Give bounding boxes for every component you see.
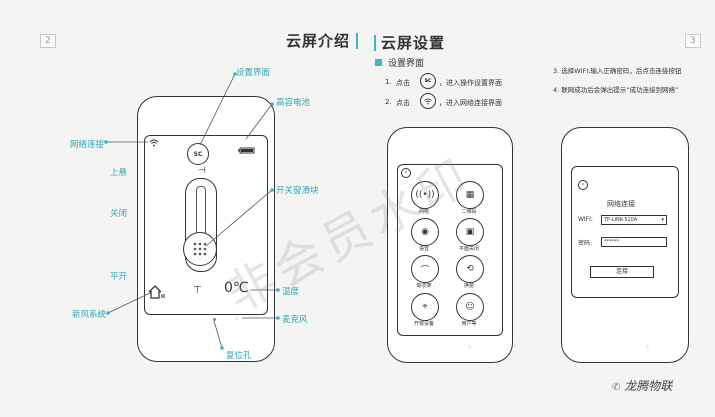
slider-knob[interactable] bbox=[183, 232, 217, 266]
grid-label: 语音 bbox=[418, 246, 429, 252]
step2-text: ，进入网络连接界面 bbox=[439, 99, 502, 107]
network-phone-mic: ⁘ bbox=[645, 344, 652, 351]
grid-button-hanger[interactable]: ⌒ bbox=[411, 255, 439, 283]
step3-text: 3. 选择WIFI,输入正确密码，后点击连接按钮 bbox=[553, 67, 682, 75]
qr-icon: ▦ bbox=[465, 190, 475, 200]
window-icon: ▣ bbox=[465, 227, 475, 237]
left-page-title: 云屏介绍 bbox=[286, 32, 351, 50]
grid-button-wifi[interactable]: ((•)) bbox=[411, 181, 439, 209]
grid-label: 用户等 bbox=[461, 321, 477, 327]
wechat-icon: ✆ bbox=[612, 382, 621, 393]
network-phone-screen bbox=[571, 166, 679, 298]
step4-text: 4. 联网成功后会弹出提示“成功连接到网络” bbox=[553, 86, 679, 94]
hanger-icon: ⌒ bbox=[420, 265, 430, 276]
grid-button-mic[interactable]: ◉ bbox=[411, 218, 439, 246]
grid-button-swap[interactable]: ⟲ bbox=[456, 255, 484, 283]
label-reset-hole: 复位孔 bbox=[226, 351, 252, 361]
grid-label: 换窗 bbox=[463, 283, 474, 289]
label-microphone: 麦克风 bbox=[282, 315, 308, 325]
label-switch-slider: 开关窗滑块 bbox=[276, 186, 319, 196]
step1-text: ，进入操作设置界面 bbox=[439, 79, 502, 87]
section-marker bbox=[375, 59, 382, 66]
step2-prefix: 点击 bbox=[396, 99, 410, 107]
grid-button-user[interactable]: ☺ bbox=[456, 293, 484, 321]
wifi-icon bbox=[149, 139, 159, 149]
label-close: 关闭 bbox=[110, 209, 128, 219]
microphone-icon: ⁘ bbox=[234, 316, 241, 323]
user-icon: ☺ bbox=[465, 302, 475, 312]
connect-button[interactable]: 连接 bbox=[590, 266, 654, 278]
wifi-select-value: TP-LINK-520A bbox=[604, 217, 638, 223]
grid-button-qr[interactable]: ▦ bbox=[456, 181, 484, 209]
back-icon[interactable]: ‹ bbox=[401, 168, 411, 178]
step2-number: 2. bbox=[385, 98, 392, 106]
title-accent-bar bbox=[356, 33, 358, 49]
grid-label: 二维码 bbox=[461, 209, 477, 215]
grid-label: 网络 bbox=[418, 209, 429, 215]
password-label: 密码: bbox=[578, 240, 593, 247]
home-fresh-air-icon[interactable] bbox=[148, 284, 166, 303]
chevron-down-icon: ▾ bbox=[661, 217, 664, 223]
brand-logo: ✆ 龙腾物联 bbox=[612, 377, 672, 394]
grid-label: 晾衣架 bbox=[416, 283, 432, 289]
settings-phone-mic: ⁘ bbox=[467, 344, 474, 351]
grid-button-open[interactable]: ⌖ bbox=[411, 293, 439, 321]
swap-icon: ⟲ bbox=[466, 264, 474, 274]
left-page-number: 2 bbox=[40, 34, 56, 48]
grid-button-window[interactable]: ▣ bbox=[456, 218, 484, 246]
open-icon: ⌖ bbox=[422, 302, 428, 312]
label-network-connection: 网络连接 bbox=[70, 140, 105, 150]
flat-open-icon: ⊤ bbox=[193, 285, 202, 296]
brand-name: 龙腾物联 bbox=[624, 379, 673, 393]
sc-settings-button[interactable]: SC bbox=[187, 143, 209, 165]
label-top-hang: 上悬 bbox=[110, 168, 128, 178]
wifi-icon: ((•)) bbox=[415, 190, 435, 200]
label-flat-open: 平开 bbox=[110, 272, 128, 282]
label-high-battery: 高容电池 bbox=[276, 98, 311, 108]
right-page-title: 云屏设置 bbox=[381, 34, 446, 52]
wifi-label: WIFI: bbox=[578, 216, 593, 223]
step1-prefix: 点击 bbox=[396, 79, 410, 87]
temperature-display: 0℃ bbox=[224, 280, 249, 296]
wifi-select[interactable]: TP-LINK-520A ▾ bbox=[601, 215, 667, 225]
mic-icon: ◉ bbox=[421, 227, 429, 237]
grid-label: 开窗设备 bbox=[413, 321, 434, 327]
label-fresh-air: 新风系统 bbox=[72, 310, 107, 320]
network-back-icon[interactable]: ‹ bbox=[578, 180, 588, 190]
password-input[interactable]: ****** bbox=[601, 237, 667, 247]
top-hang-icon: ⊣ bbox=[198, 166, 206, 176]
network-dialog-title: 网络连接 bbox=[607, 200, 635, 208]
section-title: 设置界面 bbox=[388, 59, 425, 69]
reset-hole[interactable] bbox=[213, 318, 216, 321]
label-temperature: 温度 bbox=[282, 287, 300, 297]
grid-label: 平面关闭 bbox=[458, 246, 479, 252]
battery-icon bbox=[238, 139, 256, 158]
label-settings-ui: 设置界面 bbox=[236, 68, 271, 78]
wifi-icon bbox=[420, 93, 436, 109]
right-page-number: 3 bbox=[685, 34, 701, 48]
sc-icon: SC bbox=[420, 73, 436, 89]
right-title-accent-bar bbox=[374, 35, 376, 51]
step1-number: 1. bbox=[385, 78, 392, 86]
